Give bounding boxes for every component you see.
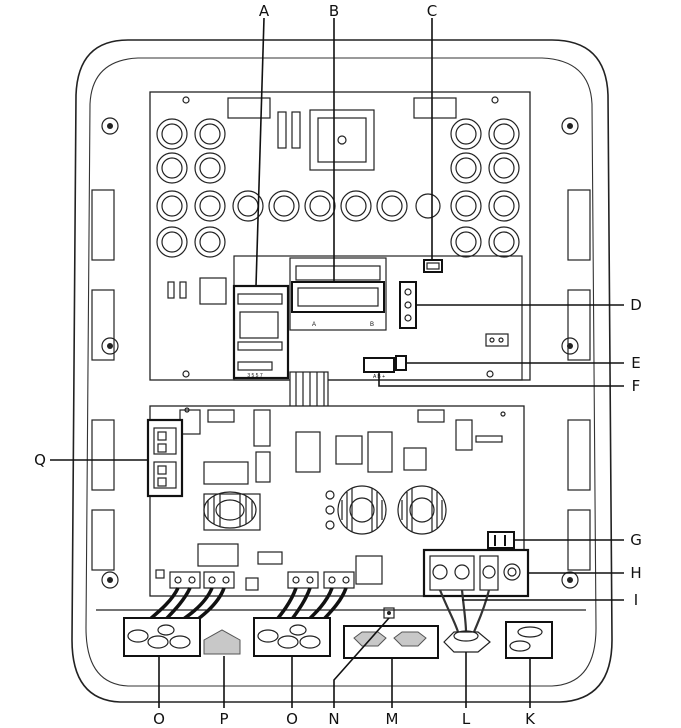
component-q-plug-connector bbox=[148, 420, 182, 496]
label-c: C bbox=[427, 2, 437, 20]
label-g: G bbox=[630, 531, 642, 549]
component-c-connector bbox=[424, 260, 442, 272]
label-h: H bbox=[630, 564, 641, 582]
label-m: M bbox=[386, 710, 399, 728]
component-h-ac-terminals bbox=[424, 550, 528, 596]
label-o-left: O bbox=[153, 710, 165, 728]
label-p: P bbox=[219, 710, 228, 728]
label-n: N bbox=[328, 710, 339, 728]
label-b-small: B bbox=[370, 322, 374, 328]
block-a-digits: 3 5 5 7 bbox=[247, 373, 263, 379]
label-b: B bbox=[329, 2, 339, 20]
label-f: F bbox=[632, 377, 641, 395]
label-o-right: O bbox=[286, 710, 298, 728]
gland-k bbox=[506, 622, 552, 658]
label-a: A bbox=[259, 2, 270, 20]
component-e-terminal bbox=[396, 356, 406, 370]
component-g-jumper bbox=[488, 532, 514, 548]
label-i: I bbox=[634, 591, 638, 609]
label-a-small: A bbox=[312, 322, 316, 328]
label-d: D bbox=[630, 296, 642, 314]
component-d-jumper-block bbox=[400, 282, 416, 328]
gland-group-o-right bbox=[254, 618, 330, 656]
component-a-interface-block: 3 5 5 7 bbox=[234, 286, 288, 379]
upper-circuit-board bbox=[150, 92, 530, 380]
label-l: L bbox=[462, 710, 471, 728]
gland-group-o-left bbox=[124, 618, 200, 656]
label-k: K bbox=[525, 710, 536, 728]
label-e: E bbox=[631, 354, 640, 372]
label-q: Q bbox=[34, 451, 46, 469]
